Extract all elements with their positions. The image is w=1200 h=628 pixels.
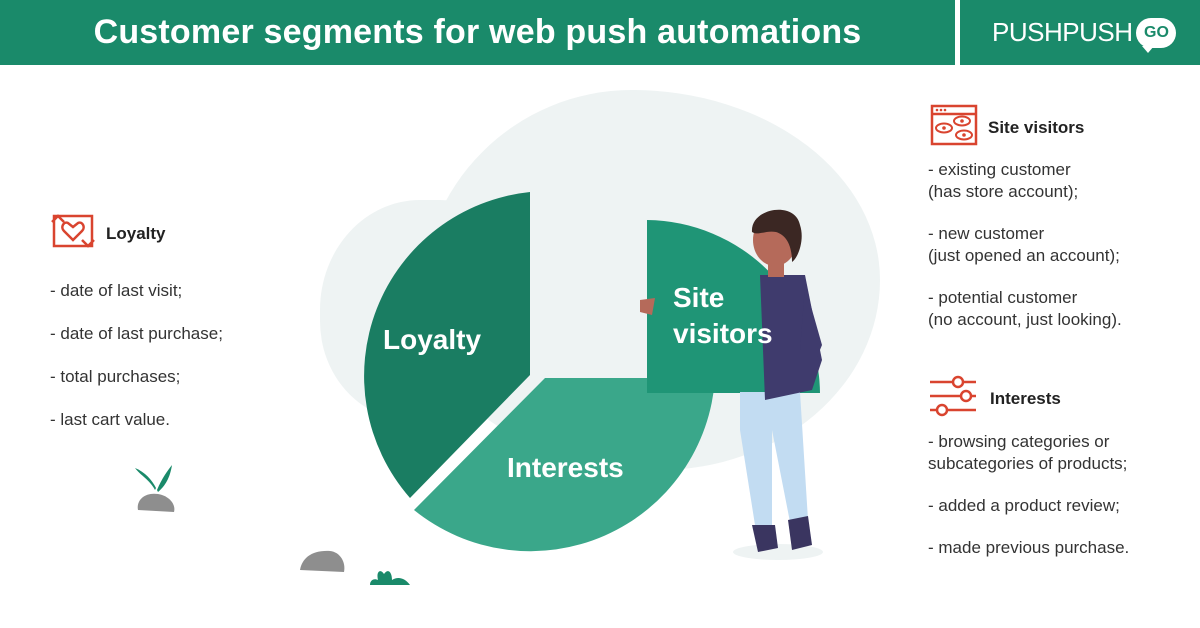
interests-list: - browsing categories or subcategories o… bbox=[928, 431, 1178, 559]
logo-text: PUSHPUSH bbox=[992, 17, 1133, 47]
site-visitors-panel-title: Site visitors bbox=[988, 117, 1085, 137]
loyalty-slice bbox=[364, 192, 530, 498]
loyalty-heading: Loyalty bbox=[50, 208, 310, 259]
plant-decoration-left bbox=[135, 465, 175, 512]
site-visitors-heading: Site visitors bbox=[928, 104, 1178, 151]
logo: PUSHPUSH GO bbox=[960, 0, 1200, 65]
list-item: - browsing categories or subcategories o… bbox=[928, 432, 1128, 473]
interests-panel: Interests - browsing categories or subca… bbox=[928, 374, 1178, 559]
site-visitors-list: - existing customer (has store account);… bbox=[928, 159, 1178, 331]
list-item: - existing customer (has store account); bbox=[928, 160, 1079, 201]
site-visitors-slice-label-line1: Site bbox=[673, 282, 725, 313]
heart-cycle-icon bbox=[50, 208, 96, 259]
sliders-icon bbox=[928, 374, 980, 423]
list-item: - potential customer (no account, just l… bbox=[928, 288, 1122, 329]
list-item: - date of last purchase; bbox=[50, 324, 223, 343]
loyalty-slice-label: Loyalty bbox=[383, 324, 482, 355]
interests-panel-title: Interests bbox=[990, 388, 1061, 408]
site-visitors-panel: Site visitors - existing customer (has s… bbox=[928, 104, 1178, 331]
loyalty-list: - date of last visit; - date of last pur… bbox=[50, 280, 310, 431]
list-item: - total purchases; bbox=[50, 367, 181, 386]
loyalty-panel: Loyalty - date of last visit; - date of … bbox=[50, 208, 310, 431]
page-title: Customer segments for web push automatio… bbox=[93, 13, 862, 51]
header: Customer segments for web push automatio… bbox=[0, 0, 1200, 65]
list-item: - made previous purchase. bbox=[928, 538, 1130, 557]
interests-slice bbox=[414, 378, 715, 552]
browser-eyes-icon bbox=[928, 104, 978, 151]
list-item: - last cart value. bbox=[50, 410, 170, 429]
person-illustration bbox=[640, 209, 823, 560]
interests-heading: Interests bbox=[928, 374, 1178, 423]
list-item: - date of last visit; bbox=[50, 281, 183, 300]
site-visitors-slice-label-line2: visitors bbox=[673, 318, 773, 349]
interests-slice-label: Interests bbox=[507, 452, 624, 483]
grass-decoration bbox=[370, 571, 410, 585]
logo-badge: GO bbox=[1136, 17, 1177, 53]
title-bar: Customer segments for web push automatio… bbox=[0, 0, 955, 65]
list-item: - added a product review; bbox=[928, 496, 1120, 515]
list-item: - new customer (just opened an account); bbox=[928, 224, 1120, 265]
loyalty-panel-title: Loyalty bbox=[106, 223, 166, 243]
rock-decoration bbox=[300, 550, 345, 572]
